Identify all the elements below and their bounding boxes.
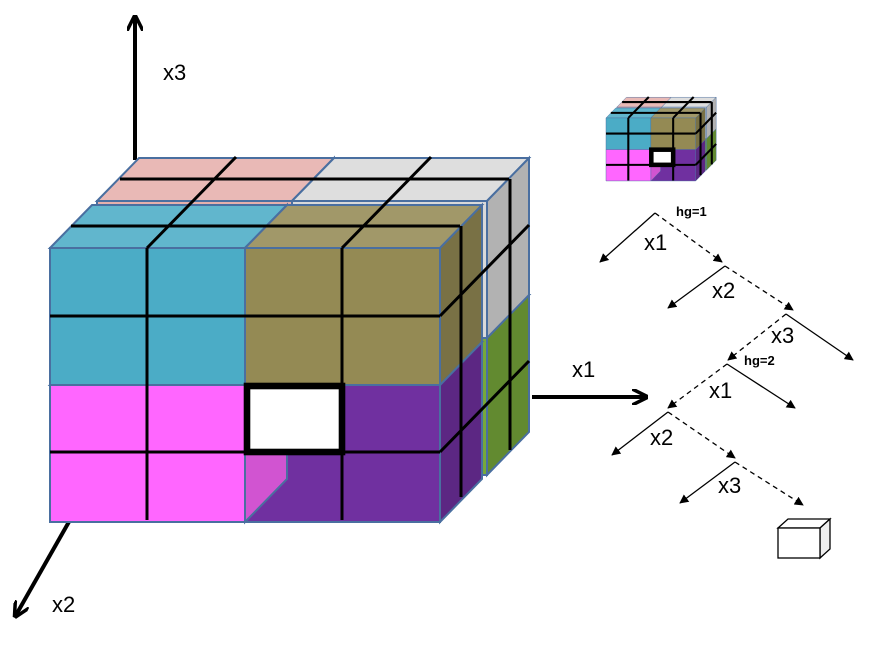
grid-line xyxy=(672,96,695,119)
x3-axis-label: x3 xyxy=(163,60,186,85)
grid-line xyxy=(438,359,531,454)
grid-line xyxy=(438,223,531,318)
selected-cell xyxy=(649,147,676,168)
tree-label-x3: x3 xyxy=(771,323,794,348)
main-cube xyxy=(47,155,532,525)
leaf-cell-icon xyxy=(776,517,832,560)
selected-cell xyxy=(243,382,346,456)
hg2-label: hg=2 xyxy=(744,353,775,368)
tree-label-x1: x1 xyxy=(644,230,667,255)
x1-axis-label: x1 xyxy=(572,357,595,382)
grid-line xyxy=(340,155,433,250)
grid-line xyxy=(145,155,238,250)
tree-label-x2: x2 xyxy=(712,278,735,303)
x2-axis-label: x2 xyxy=(52,592,75,617)
tree-label-x2-level2: x2 xyxy=(650,425,673,450)
grid-line xyxy=(627,96,650,119)
hg1-label: hg=1 xyxy=(676,204,707,219)
x2-axis-arrow xyxy=(16,519,72,615)
tree-label-x1-level2: x1 xyxy=(709,378,732,403)
thumbnail-cube xyxy=(605,96,717,182)
decomposition-tree xyxy=(599,212,854,506)
tree-label-x3-level2: x3 xyxy=(718,473,741,498)
